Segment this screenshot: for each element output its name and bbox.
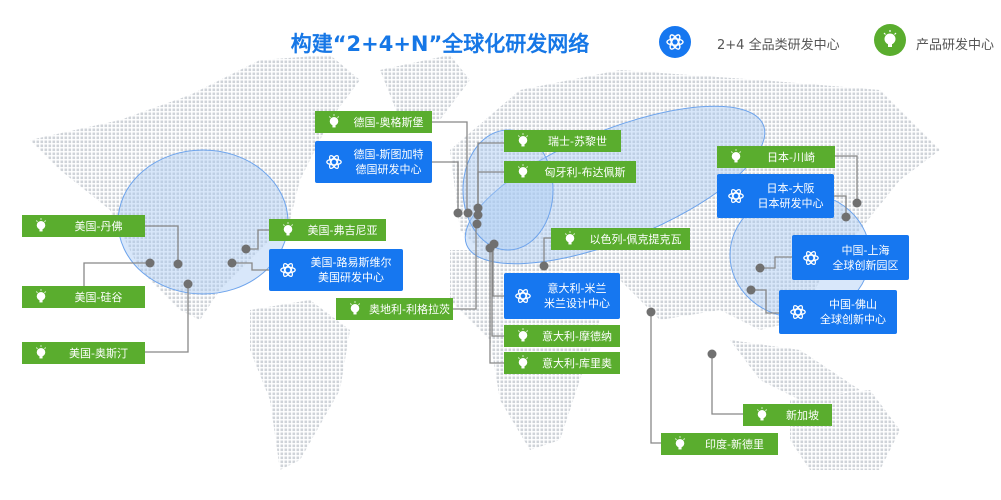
dot-singapore (707, 349, 717, 359)
center-cn-shanghai: 中国-上海全球创新园区 (792, 235, 909, 280)
lightbulb-icon (512, 355, 534, 371)
center-us-siliconvalley: 美国-硅谷 (22, 286, 145, 308)
dot-virginia (241, 244, 251, 254)
center-name: 奥地利-利格拉茨 (369, 302, 450, 316)
center-name: 意大利-库里奥 (542, 356, 612, 370)
lightbulb-icon (512, 133, 534, 149)
center-name: 美国-弗吉尼亚 (307, 223, 378, 237)
page-title: 构建“2+4+N”全球化研发网络 (290, 32, 590, 56)
center-il-petahtikva: 以色列-佩克提克瓦 (551, 228, 690, 250)
center-subtitle: 全球创新中心 (820, 313, 886, 326)
connectors (83, 121, 858, 444)
center-name: 瑞士-苏黎世 (548, 134, 607, 148)
center-jp-osaka: 日本-大阪日本研发中心 (717, 174, 834, 218)
center-name: 德国-斯图加特 (353, 148, 424, 161)
center-subtitle: 美国研发中心 (318, 271, 384, 284)
southeast-asia (730, 340, 860, 400)
center-name: 以色列-佩克提克瓦 (589, 232, 682, 246)
lightbulb-icon (30, 345, 52, 361)
center-hu-budapest: 匈牙利-布达佩斯 (504, 161, 636, 183)
center-us-austin: 美国-奥斯汀 (22, 342, 145, 364)
center-name: 中国-上海 (841, 243, 890, 257)
legend-full-center-label: 2+4 全品类研发中心 (717, 38, 840, 53)
dot-denver (173, 259, 183, 269)
center-jp-kawasaki: 日本-川崎 (717, 146, 835, 168)
lightbulb-icon (512, 328, 534, 344)
center-name: 意大利-米兰 (547, 282, 607, 295)
south-america (250, 300, 350, 470)
center-name: 意大利-摩德纳 (542, 329, 612, 343)
center-in-newdelhi: 印度-新德里 (661, 433, 778, 455)
legend-lightbulb-icon (874, 24, 906, 56)
center-subtitle: 日本研发中心 (757, 197, 824, 210)
center-name: 日本-川崎 (767, 150, 815, 164)
center-name: 日本-大阪 (766, 182, 815, 195)
dot-shanghai (755, 263, 765, 273)
lightbulb-icon (344, 301, 366, 317)
center-name: 美国-丹佛 (74, 219, 123, 233)
center-subtitle: 德国研发中心 (355, 163, 422, 176)
greenland (380, 55, 470, 120)
center-de-stuttgart: 德国-斯图加特德国研发中心 (315, 141, 432, 183)
atom-icon (800, 249, 822, 267)
dot-lienz (472, 219, 482, 229)
center-us-louisville: 美国-路易斯维尔美国研发中心 (269, 249, 403, 291)
center-cn-foshan: 中国-佛山全球创新中心 (779, 290, 897, 334)
lightbulb-icon (30, 289, 52, 305)
center-name: 匈牙利-布达佩斯 (544, 165, 626, 179)
dot-austin (183, 279, 193, 289)
dot-budapest (473, 210, 483, 220)
lightbulb-icon (30, 218, 52, 234)
lightbulb-icon (751, 407, 773, 423)
atom-icon (323, 153, 345, 171)
lightbulb-icon (323, 114, 345, 130)
dot-kawasaki (852, 198, 862, 208)
lightbulb-icon (725, 149, 747, 165)
dot-zurich (473, 203, 483, 213)
location-dots (145, 198, 862, 359)
lightbulb-icon (277, 222, 299, 238)
north-america (30, 55, 360, 320)
lightbulb-icon (669, 436, 691, 452)
center-name: 德国-奥格斯堡 (353, 115, 424, 129)
atom-icon (725, 187, 747, 205)
center-name: 美国-奥斯汀 (69, 346, 128, 360)
atom-icon (512, 287, 534, 305)
lightbulb-icon (512, 164, 534, 180)
legend-atom-icon (659, 26, 691, 58)
center-name: 中国-佛山 (829, 298, 877, 311)
center-at-lienz: 奥地利-利格拉茨 (336, 298, 453, 320)
center-name: 美国-路易斯维尔 (310, 256, 392, 269)
dot-osaka (841, 212, 851, 222)
dot-stuttgart (453, 208, 463, 218)
center-us-denver: 美国-丹佛 (22, 215, 145, 237)
dot-louisville (227, 258, 237, 268)
center-de-augsburg: 德国-奥格斯堡 (315, 111, 432, 133)
dot-israel (539, 261, 549, 271)
legend-product-center-label: 产品研发中心 (916, 38, 995, 53)
center-name: 美国-硅谷 (74, 290, 123, 304)
dot-foshan (746, 285, 756, 295)
dot-siliconvalley (145, 258, 155, 268)
lightbulb-icon (559, 231, 581, 247)
dot-augsburg (463, 208, 473, 218)
center-subtitle: 米兰设计中心 (544, 297, 610, 310)
center-name: 新加坡 (786, 408, 819, 422)
center-sg: 新加坡 (743, 404, 832, 426)
center-subtitle: 全球创新园区 (832, 258, 899, 272)
center-ch-zurich: 瑞士-苏黎世 (504, 130, 621, 152)
australia (790, 390, 900, 470)
atom-icon (277, 261, 299, 279)
center-name: 印度-新德里 (705, 437, 764, 451)
atom-icon (787, 303, 809, 321)
center-it-modena: 意大利-摩德纳 (504, 325, 620, 347)
center-us-virginia: 美国-弗吉尼亚 (269, 219, 386, 241)
dot-modena (489, 239, 499, 249)
center-it-milan: 意大利-米兰米兰设计中心 (504, 273, 620, 319)
dot-newdelhi (646, 307, 656, 317)
center-it-cuorgne: 意大利-库里奥 (504, 352, 620, 374)
